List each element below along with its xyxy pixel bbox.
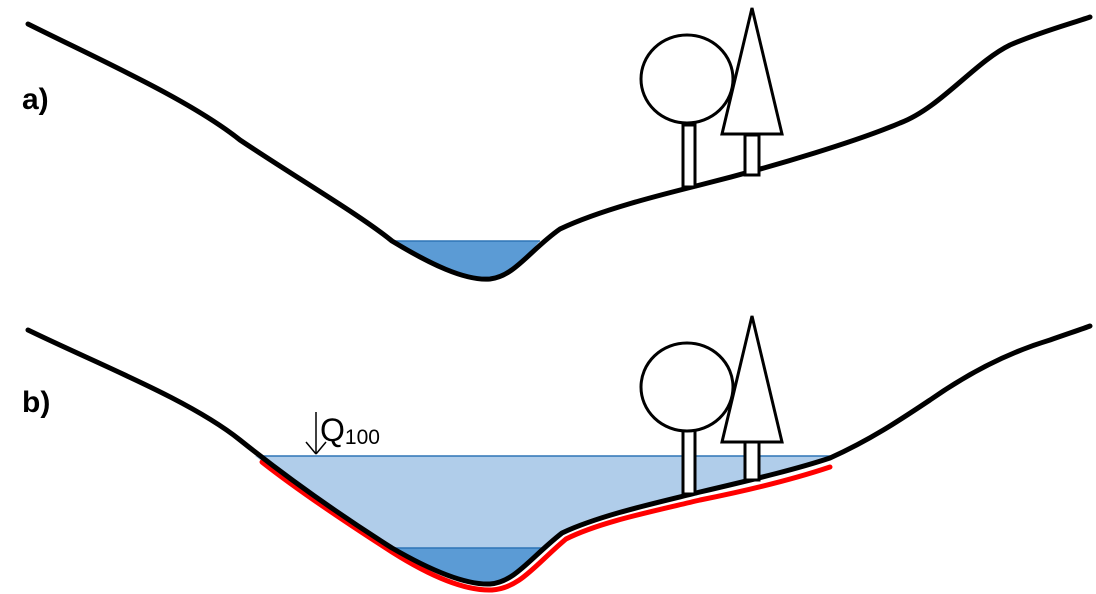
terrain-profile-a: [25, 14, 1093, 282]
terrain-profile-b: [25, 323, 1093, 587]
conifer-tree-icon: [720, 7, 784, 177]
water-level-subscript: 100: [345, 426, 380, 449]
deciduous-tree-icon: [639, 341, 735, 496]
panel-a: a): [22, 7, 1093, 282]
panel-b-label: b): [22, 386, 50, 419]
water-level-symbol: Q: [320, 412, 345, 448]
water-level-marker: [305, 412, 327, 455]
panel-a-label: a): [22, 83, 49, 116]
river-water-a: [392, 241, 540, 280]
deciduous-tree-icon: [639, 33, 735, 189]
water-level-label: Q100: [320, 412, 380, 449]
conifer-tree-icon: [720, 315, 784, 482]
panel-b: b) Q100: [22, 315, 1093, 593]
river-water-b: [392, 548, 545, 585]
floodplain-highlight: [259, 459, 833, 593]
